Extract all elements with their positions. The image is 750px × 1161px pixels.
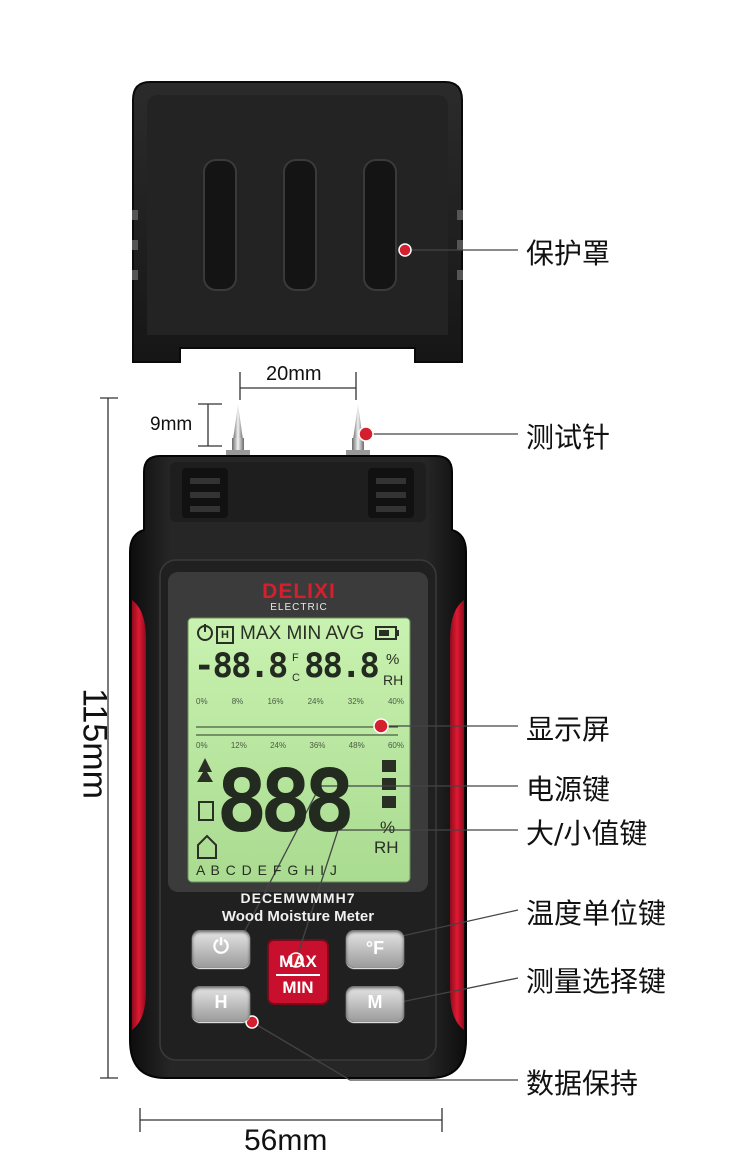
temp-unit-label: °F xyxy=(365,938,385,958)
scale-top-tick: 0% xyxy=(196,697,208,706)
lcd-hold-icon: H xyxy=(216,626,234,644)
lcd-material-letters: A B C D E F G H I J xyxy=(196,862,338,878)
callout-display: 显示屏 xyxy=(526,713,611,746)
hold-label: H xyxy=(214,992,228,1012)
brand-logo: DELIXI xyxy=(262,580,336,603)
lcd-scale-bottom: 0% 12% 24% 36% 48% 60% xyxy=(196,741,404,750)
lcd-temp-unit-c: C xyxy=(292,672,300,684)
mode-label: M xyxy=(367,992,383,1012)
dimension-height: 115mm xyxy=(75,688,114,799)
scale-top-tick: 24% xyxy=(307,697,324,706)
tree-icon xyxy=(197,758,213,782)
dimension-lines xyxy=(100,372,443,1132)
scale-top-tick: 8% xyxy=(231,697,244,706)
lcd-scale-top: 0% 8% 16% 24% 32% 40% xyxy=(196,697,404,706)
scale-top-tick: 32% xyxy=(347,697,364,706)
lcd-rh-unit-pct: % xyxy=(386,651,400,668)
lcd-indicators: MAX MIN AVG xyxy=(240,623,365,644)
plank-icon xyxy=(198,801,214,821)
scale-bottom-tick: 24% xyxy=(270,741,287,750)
dimension-probe-spacing: 20mm xyxy=(266,363,322,385)
temp-unit-button[interactable]: °F xyxy=(346,930,404,968)
mode-button[interactable]: M xyxy=(346,986,404,1022)
callout-probe: 测试针 xyxy=(526,421,611,454)
bargraph xyxy=(196,726,398,736)
brand-subtitle: ELECTRIC xyxy=(270,602,328,613)
protective-cap xyxy=(132,81,463,363)
button-panel xyxy=(267,939,329,1005)
hold-button[interactable]: H xyxy=(192,986,250,1022)
lcd-main-reading: 888 xyxy=(216,752,355,852)
max-label: MAX xyxy=(279,952,317,971)
lcd-main-unit-rh: RH xyxy=(374,838,399,857)
scale-bottom-tick: 60% xyxy=(387,741,404,750)
lcd-rh-reading: 88.8 xyxy=(304,646,380,686)
scale-top-tick: 16% xyxy=(267,697,284,706)
callout-cover: 保护罩 xyxy=(526,237,611,270)
callout-max-min: 大/小值键 xyxy=(526,817,648,850)
lcd-main-unit-pct: % xyxy=(380,818,396,837)
lcd-temp-reading: -88.8 xyxy=(194,646,288,686)
callout-hold: 数据保持 xyxy=(526,1067,639,1100)
lcd-rh-unit-rh: RH xyxy=(383,672,404,688)
dimension-width: 56mm xyxy=(244,1124,328,1157)
probe-pins xyxy=(226,404,370,458)
scale-bottom-tick: 0% xyxy=(196,741,208,750)
callout-mode: 测量选择键 xyxy=(526,965,667,998)
product-name: Wood Moisture Meter xyxy=(221,908,375,925)
scale-bottom-tick: 36% xyxy=(309,741,326,750)
power-button[interactable]: ⏻ xyxy=(192,930,250,968)
max-min-button[interactable]: MAX MIN xyxy=(268,940,328,1004)
lcd-temp-unit-f: F xyxy=(292,652,299,664)
min-label: MIN xyxy=(282,978,314,997)
scale-top-tick: 40% xyxy=(387,697,404,706)
dimension-probe-length: 9mm xyxy=(150,414,193,435)
house-icon xyxy=(197,834,217,859)
scale-bottom-tick: 12% xyxy=(230,741,247,750)
callout-temp-unit: 温度单位键 xyxy=(526,897,667,930)
model-number: DECEMWMMH7 xyxy=(240,890,356,906)
power-icon: ⏻ xyxy=(213,936,229,958)
callout-power: 电源键 xyxy=(526,773,611,806)
scale-bottom-tick: 48% xyxy=(348,741,365,750)
meter-body xyxy=(129,455,467,1079)
